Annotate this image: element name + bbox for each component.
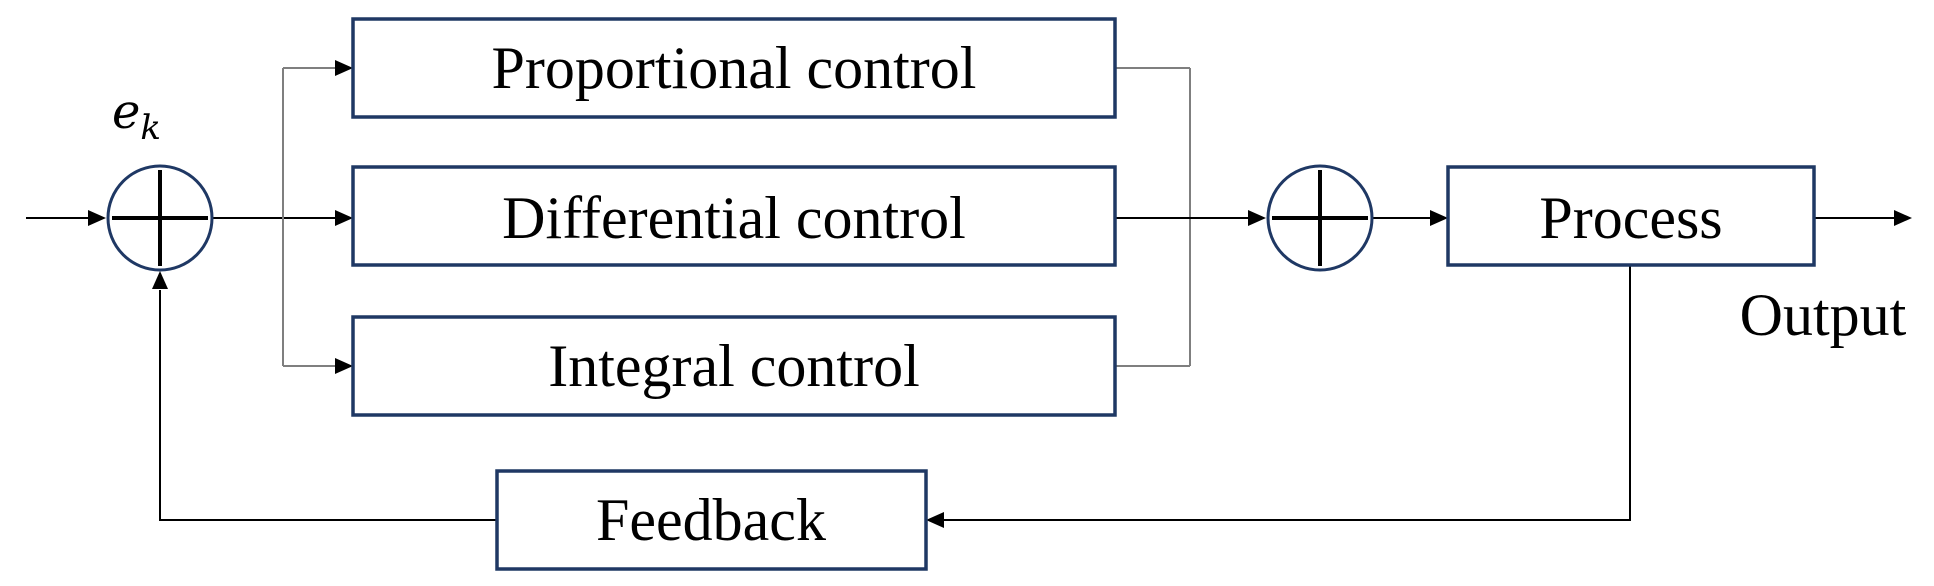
process-arrow-head — [1430, 210, 1448, 226]
output-arrow-head — [1894, 210, 1912, 226]
output-summing-junction — [1266, 164, 1374, 272]
output-label: Output — [1740, 282, 1907, 348]
input-arrow-head — [88, 210, 106, 226]
differential-control-block: Differential control — [351, 165, 1117, 267]
process-block: Process — [1446, 165, 1816, 267]
merge-arrow-head — [1248, 210, 1266, 226]
process-label: Process — [1539, 185, 1722, 251]
feedback-block: Feedback — [495, 469, 928, 571]
error-signal-label: ek — [112, 84, 161, 148]
error-symbol: e — [112, 84, 140, 140]
input-summing-junction — [106, 164, 214, 272]
proportional-control-label: Proportional control — [492, 35, 977, 101]
proportional-arrow-head — [335, 60, 353, 76]
integral-control-block: Integral control — [351, 315, 1117, 417]
differential-control-label: Differential control — [502, 185, 966, 251]
error-subscript: k — [140, 108, 161, 148]
proportional-control-block: Proportional control — [351, 17, 1117, 119]
integral-arrow-head — [335, 358, 353, 374]
process-to-feedback-line — [942, 265, 1631, 521]
feedback-label: Feedback — [596, 487, 826, 553]
feedback-return-arrow-head — [152, 271, 168, 289]
feedback-return-line — [159, 290, 497, 521]
differential-arrow-head — [335, 210, 353, 226]
integral-control-label: Integral control — [548, 333, 920, 399]
feedback-in-arrow-head — [926, 512, 944, 528]
